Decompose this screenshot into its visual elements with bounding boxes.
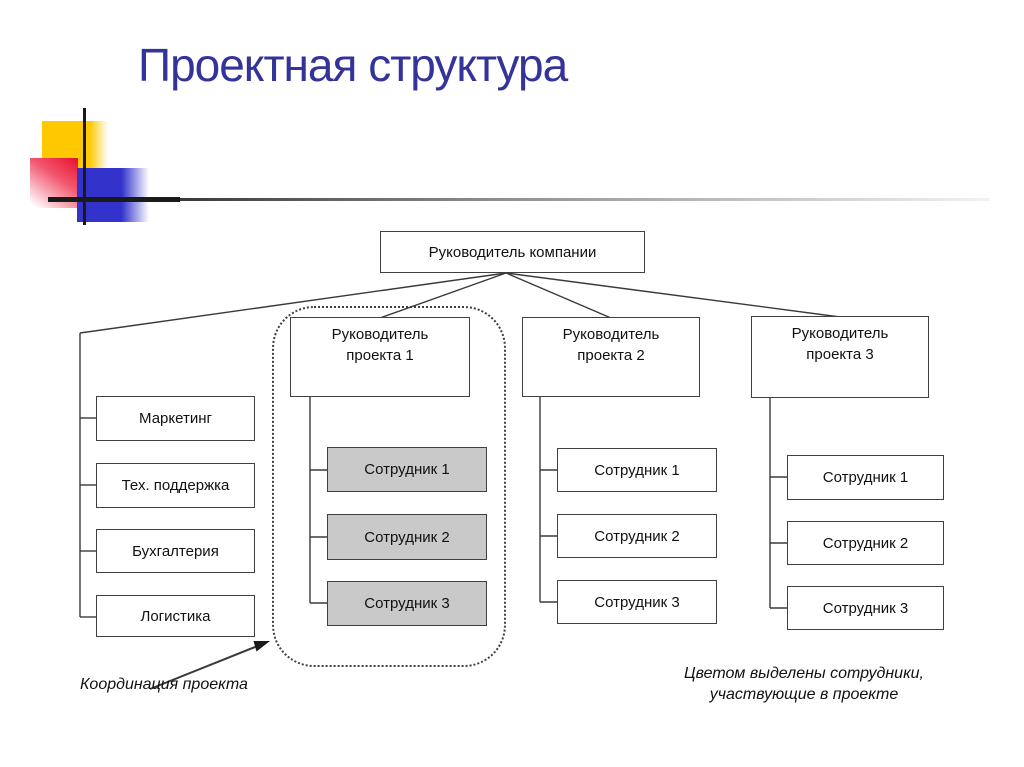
org-box-label: Сотрудник 1 (364, 461, 450, 478)
org-box-label: Сотрудник 3 (822, 599, 909, 617)
org-box-department-tech-support: Тех. поддержка (96, 463, 255, 508)
org-box-label: Логистика (140, 607, 211, 625)
org-box-label: Руководитель компании (428, 243, 597, 261)
org-box-label: Тех. поддержка (121, 477, 230, 494)
org-box-project2-employee-1: Сотрудник 1 (557, 448, 717, 492)
org-box-project-manager-2: Руководитель проекта 2 (522, 317, 700, 397)
org-box-label: Руководитель проекта 3 (791, 325, 889, 363)
org-box-project2-employee-3: Сотрудник 3 (557, 580, 717, 624)
org-box-project-manager-1: Руководитель проекта 1 (290, 317, 470, 397)
org-box-label: Сотрудник 2 (364, 528, 450, 546)
org-box-label: Сотрудник 3 (364, 595, 450, 612)
org-box-label: Руководитель проекта 2 (562, 326, 660, 364)
decor-horizontal-rule (60, 198, 990, 201)
org-box-label: Бухгалтерия (132, 542, 219, 560)
org-box-label: Сотрудник 2 (822, 534, 909, 552)
org-box-project3-employee-3: Сотрудник 3 (787, 586, 944, 630)
legend-note: Цветом выделены сотрудники, участвующие … (648, 663, 960, 705)
org-box-project3-employee-1: Сотрудник 1 (787, 455, 944, 500)
legend-note-line1: Цветом выделены сотрудники, (684, 665, 924, 682)
org-box-department-accounting: Бухгалтерия (96, 529, 255, 573)
decor-horizontal-rule-thick (48, 197, 180, 202)
org-box-department-logistics: Логистика (96, 595, 255, 637)
slide-title: Проектная структура (138, 39, 568, 91)
org-box-label: Сотрудник 2 (594, 527, 680, 545)
org-box-label: Сотрудник 3 (594, 593, 680, 611)
decor-vertical-rule (83, 108, 86, 225)
coordination-label: Координация проекта (80, 676, 248, 693)
org-box-project1-employee-3: Сотрудник 3 (327, 581, 487, 626)
org-box-company-head: Руководитель компании (380, 231, 645, 273)
org-box-department-marketing: Маркетинг (96, 396, 255, 441)
org-box-label: Руководитель проекта 1 (331, 326, 429, 364)
org-box-project1-employee-1: Сотрудник 1 (327, 447, 487, 492)
org-box-label: Сотрудник 1 (822, 469, 909, 486)
org-box-project3-employee-2: Сотрудник 2 (787, 521, 944, 565)
legend-note-line2: участвующие в проекте (709, 686, 899, 703)
org-box-label: Маркетинг (139, 410, 212, 427)
org-box-project-manager-3: Руководитель проекта 3 (751, 316, 929, 398)
org-box-project2-employee-2: Сотрудник 2 (557, 514, 717, 558)
org-box-project1-employee-2: Сотрудник 2 (327, 514, 487, 560)
org-box-label: Сотрудник 1 (594, 461, 680, 479)
decor-blue-square (77, 168, 149, 222)
